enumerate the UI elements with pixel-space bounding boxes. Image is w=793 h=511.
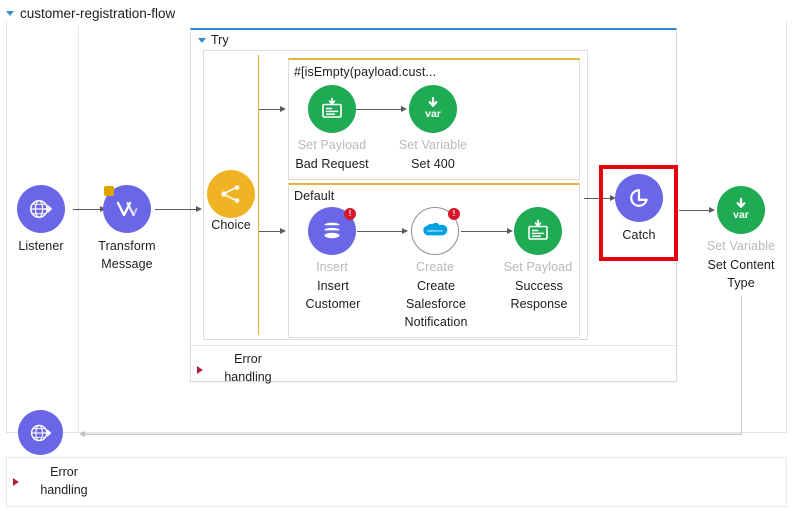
triangle-right-red-icon[interactable] — [13, 478, 19, 486]
node-set-variable-400-icon[interactable]: var — [409, 85, 457, 133]
set-variable-var-icon: var — [733, 197, 749, 221]
node-response-listener-icon[interactable] — [18, 410, 63, 455]
node-transform-message-label: Transform Message — [98, 239, 156, 272]
connector-catch-setcontenttype — [679, 210, 712, 211]
connector-listener-transform — [73, 209, 103, 210]
node-set-variable-400-type: Set Variable — [398, 138, 468, 152]
arrow-head — [402, 227, 408, 234]
node-set-content-type-icon[interactable]: var — [717, 186, 765, 234]
route-default-title: Default — [294, 189, 335, 203]
node-set-payload-bad-request-label: Bad Request — [295, 157, 369, 171]
node-catch-icon[interactable] — [615, 174, 663, 222]
node-insert-customer-type: Insert — [316, 260, 348, 274]
node-catch-label: Catch — [622, 228, 656, 242]
error-badge-icon: ! — [344, 208, 356, 220]
database-insert-icon — [324, 222, 340, 239]
transform-message-icon — [116, 201, 138, 217]
http-globe-icon — [30, 424, 51, 441]
connector-insert-create — [357, 231, 405, 232]
node-set-payload-success-icon[interactable] — [514, 207, 562, 255]
error-badge-icon: ! — [448, 208, 460, 220]
connector-transform-choice — [155, 209, 199, 210]
connector-try-catch — [584, 198, 613, 199]
try-error-handling-strip[interactable] — [191, 345, 676, 381]
node-set-payload-success-label: Success Response — [510, 279, 568, 312]
arrow-head — [280, 105, 286, 112]
svg-text:var: var — [425, 108, 441, 120]
arrow-head-left — [79, 430, 85, 437]
catch-exception-icon — [630, 189, 648, 207]
set-payload-icon — [528, 219, 548, 240]
connector-create-setpayload — [461, 231, 510, 232]
warning-badge-icon — [104, 186, 114, 196]
triangle-down-icon[interactable] — [6, 11, 14, 16]
triangle-right-red-icon[interactable] — [197, 366, 203, 374]
arrow-head — [280, 227, 286, 234]
arrow-head — [610, 194, 616, 201]
arrow-head — [709, 206, 715, 213]
http-globe-icon — [30, 200, 53, 218]
connector-setpayload-setvariable — [356, 109, 404, 110]
catch-highlight-box — [599, 165, 678, 261]
flow-header[interactable]: customer-registration-flow — [6, 6, 175, 21]
flow-name: customer-registration-flow — [20, 6, 176, 21]
node-set-payload-bad-request-icon[interactable] — [308, 85, 356, 133]
node-set-payload-success-type: Set Payload — [503, 260, 573, 274]
choice-route-rail — [258, 55, 259, 335]
svg-text:var: var — [733, 209, 749, 221]
node-listener-label: Listener — [18, 239, 64, 253]
node-set-payload-bad-request-type: Set Payload — [297, 138, 367, 152]
connector-choice-when — [259, 109, 283, 110]
connector-choice-default — [259, 231, 283, 232]
try-scope-title[interactable]: Try — [198, 33, 229, 47]
connector-setcontenttype-down — [741, 296, 742, 434]
choice-router-icon — [221, 185, 240, 203]
node-set-content-type-label: Set Content Type — [707, 258, 775, 291]
node-insert-customer-label: Insert Customer — [305, 279, 361, 312]
salesforce-cloud-icon: salesforce — [423, 222, 448, 236]
node-set-content-type-type: Set Variable — [706, 239, 776, 253]
route-when-title: #[isEmpty(payload.cust... — [294, 65, 437, 79]
node-set-variable-400-label: Set 400 — [411, 157, 455, 171]
set-variable-var-icon: var — [425, 96, 441, 120]
arrow-head — [507, 227, 513, 234]
node-choice-icon[interactable] — [207, 170, 255, 218]
node-choice-label: Choice — [211, 218, 251, 232]
try-error-handling-label: Error handling — [224, 352, 272, 385]
source-process-divider — [78, 26, 79, 431]
arrow-head — [196, 205, 202, 212]
node-create-salesforce-label: Create Salesforce Notification — [404, 279, 468, 330]
arrow-head — [401, 105, 407, 112]
svg-text:salesforce: salesforce — [427, 229, 443, 233]
flow-error-handling-label: Error handling — [40, 465, 88, 498]
try-label: Try — [211, 33, 229, 47]
set-payload-icon — [322, 97, 342, 118]
node-create-salesforce-type: Create — [415, 260, 455, 274]
triangle-down-icon[interactable] — [198, 37, 206, 43]
node-listener-icon[interactable] — [17, 185, 65, 233]
flow-error-handling-band[interactable] — [6, 457, 787, 507]
connector-response-return — [85, 434, 742, 435]
